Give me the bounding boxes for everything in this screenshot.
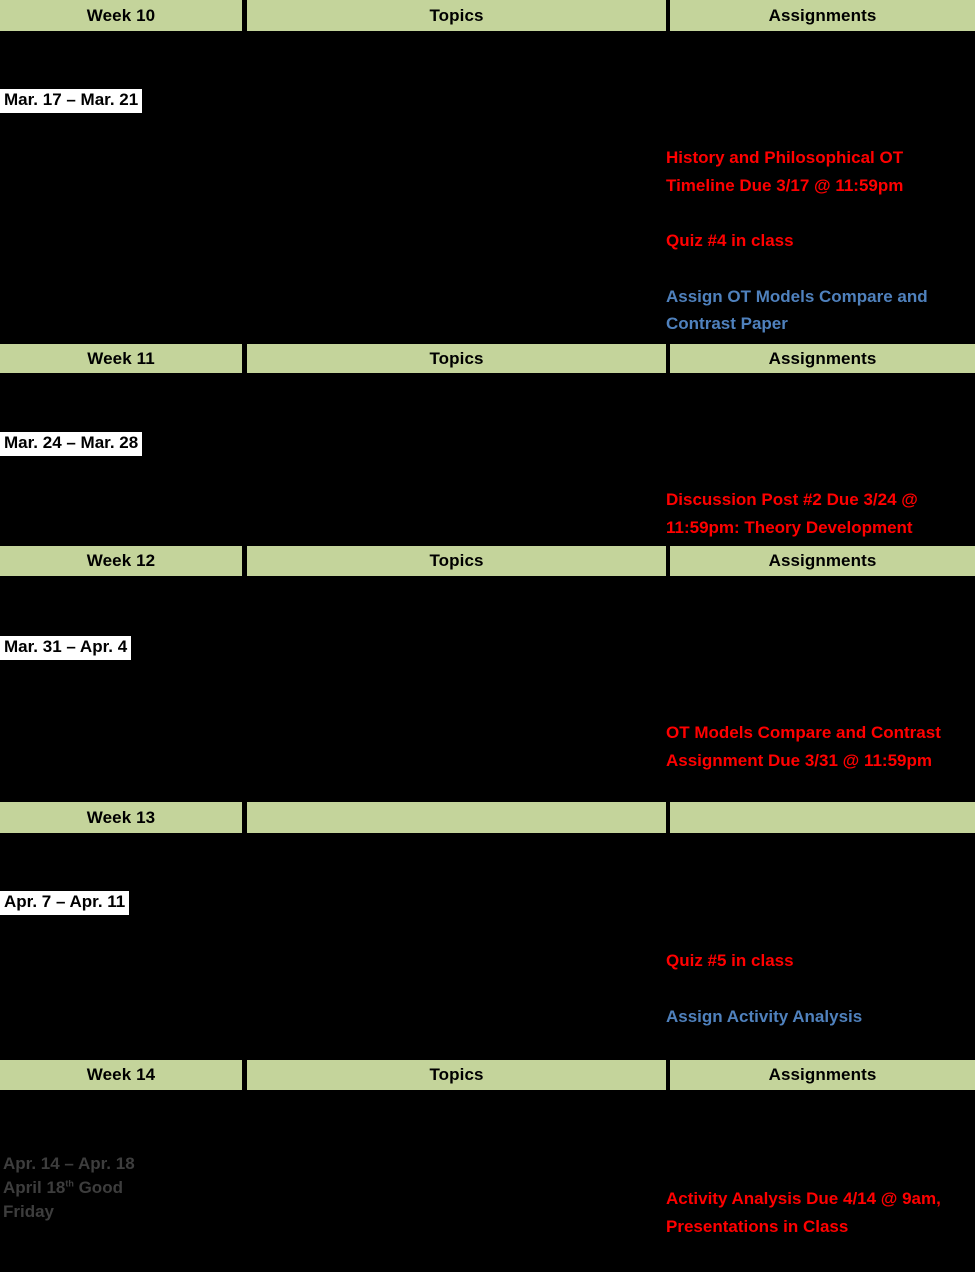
week-header-row-week-11: Week 11 Topics Assignments xyxy=(0,344,975,373)
week-body-week-10: Mar. 17 – Mar. 21 History and Philosophi… xyxy=(0,31,975,344)
date-range-week-14-line3: Friday xyxy=(3,1202,55,1222)
date-range-week-14-line2: April 18th Good xyxy=(0,1176,135,1200)
topics-header-week-13 xyxy=(247,802,666,833)
assignments-cell-week-11: Discussion Post #2 Due 3/24 @ 11:59pm: T… xyxy=(664,486,969,541)
assignments-cell-week-14: Activity Analysis Due 4/14 @ 9am, Presen… xyxy=(664,1185,969,1240)
assignment-item: Quiz #5 in class xyxy=(666,951,794,970)
date-range-week-12: Mar. 31 – Apr. 4 xyxy=(0,636,132,661)
topics-header-week-12: Topics xyxy=(247,546,666,576)
assignment-item: OT Models Compare and Contrast Assignmen… xyxy=(666,723,941,770)
assignments-cell-week-10: History and Philosophical OT Timeline Du… xyxy=(664,144,969,338)
assignments-header-week-10: Assignments xyxy=(670,0,975,31)
week-label-week-14: Week 14 xyxy=(0,1060,242,1090)
topics-header-week-14: Topics xyxy=(247,1060,666,1090)
assignment-item: Assign Activity Analysis xyxy=(666,1006,863,1026)
date-range-week-13: Apr. 7 – Apr. 11 xyxy=(0,891,130,916)
date-range-week-14-line1: Apr. 14 – Apr. 18 xyxy=(3,1154,135,1173)
date-line2-post: Good xyxy=(73,1178,123,1198)
date-cell-week-11: Mar. 24 – Mar. 28 xyxy=(0,432,143,457)
date-cell-week-14: Apr. 14 – Apr. 18 April 18th Good Friday xyxy=(0,1152,135,1224)
spacer xyxy=(664,199,969,227)
topics-header-week-10: Topics xyxy=(247,0,666,31)
week-body-week-13: Apr. 7 – Apr. 11 Quiz #5 in class Assign… xyxy=(0,833,975,1060)
ordinal-suffix: th xyxy=(65,1178,74,1189)
assignments-header-week-11: Assignments xyxy=(670,344,975,373)
assignment-item: Activity Analysis Due 4/14 @ 9am, Presen… xyxy=(666,1189,941,1236)
date-cell-week-12: Mar. 31 – Apr. 4 xyxy=(0,636,132,661)
week-label-week-10: Week 10 xyxy=(0,0,242,31)
assignment-item: Assign OT Models Compare and Contrast Pa… xyxy=(666,286,928,334)
date-range-week-10: Mar. 17 – Mar. 21 xyxy=(0,89,143,114)
topics-header-week-11: Topics xyxy=(247,344,666,373)
assignments-cell-week-13: Quiz #5 in class Assign Activity Analysi… xyxy=(664,947,969,1030)
date-cell-week-10: Mar. 17 – Mar. 21 xyxy=(0,89,143,114)
date-cell-week-13: Apr. 7 – Apr. 11 xyxy=(0,891,130,916)
spacer xyxy=(664,255,969,283)
assignments-header-week-13 xyxy=(670,802,975,833)
week-header-row-week-14: Week 14 Topics Assignments xyxy=(0,1060,975,1090)
date-range-week-11: Mar. 24 – Mar. 28 xyxy=(0,432,143,457)
assignments-cell-week-12: OT Models Compare and Contrast Assignmen… xyxy=(664,719,969,774)
date-line2-pre: April 18 xyxy=(3,1178,66,1198)
assignment-item: History and Philosophical OT Timeline Du… xyxy=(666,148,904,195)
week-body-week-11: Mar. 24 – Mar. 28 Discussion Post #2 Due… xyxy=(0,373,975,546)
week-body-week-12: Mar. 31 – Apr. 4 OT Models Compare and C… xyxy=(0,576,975,802)
assignment-item: Discussion Post #2 Due 3/24 @ 11:59pm: T… xyxy=(666,490,918,537)
week-label-week-13: Week 13 xyxy=(0,802,242,833)
week-label-week-11: Week 11 xyxy=(0,344,242,373)
week-header-row-week-12: Week 12 Topics Assignments xyxy=(0,546,975,576)
spacer xyxy=(664,975,969,1003)
week-header-row-week-13: Week 13 xyxy=(0,802,975,833)
week-body-week-14: Apr. 14 – Apr. 18 April 18th Good Friday… xyxy=(0,1090,975,1272)
assignment-item: Quiz #4 in class xyxy=(666,231,794,251)
week-header-row-week-10: Week 10 Topics Assignments xyxy=(0,0,975,31)
assignments-header-week-12: Assignments xyxy=(670,546,975,576)
assignments-header-week-14: Assignments xyxy=(670,1060,975,1090)
week-label-week-12: Week 12 xyxy=(0,546,242,576)
